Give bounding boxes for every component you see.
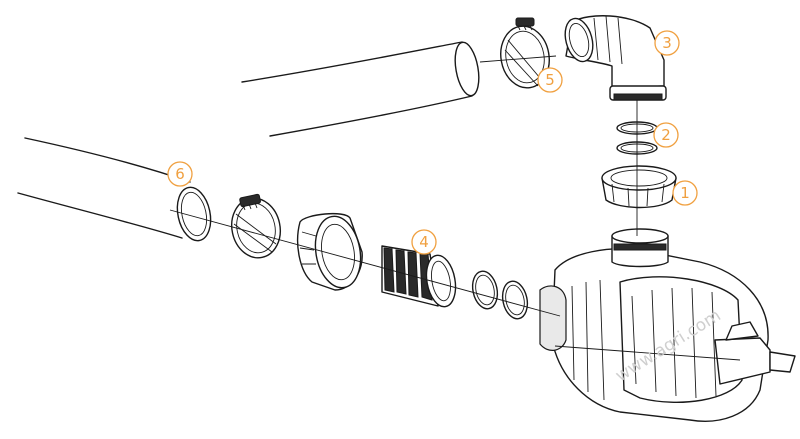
lower-hose [17, 137, 212, 242]
callout-1-circle [672, 180, 698, 206]
callout-1: 1 [672, 180, 698, 206]
filter-body [539, 228, 796, 422]
assembly-axis-lines [169, 55, 638, 317]
callout-3: 3 [654, 30, 680, 56]
upper-hose [241, 41, 480, 137]
callout-3-circle [654, 30, 680, 56]
callout-5: 5 [537, 67, 563, 93]
callout-4: 4 [411, 229, 437, 255]
callout-6-label: 6 [175, 165, 185, 183]
callout-2: 2 [653, 122, 679, 148]
hose-clamp-lower [231, 193, 281, 259]
callout-5-label: 5 [545, 71, 555, 89]
callout-1-label: 1 [680, 184, 690, 202]
hose-tail-fitting [381, 245, 457, 308]
o-ring-side-a [471, 270, 499, 310]
callout-6-circle [167, 161, 193, 187]
callout-2-circle [653, 122, 679, 148]
hose-clamp-upper [500, 17, 550, 89]
union-nut-top [601, 165, 677, 209]
callout-4-circle [411, 229, 437, 255]
callout-6: 6 [167, 161, 193, 187]
callout-4-label: 4 [419, 233, 429, 251]
elbow-fitting [564, 15, 667, 101]
callout-5-circle [537, 67, 563, 93]
o-ring-side-b [501, 280, 529, 320]
callout-2-label: 2 [661, 126, 671, 144]
callout-3-label: 3 [662, 34, 672, 52]
union-nut-side [297, 212, 363, 291]
